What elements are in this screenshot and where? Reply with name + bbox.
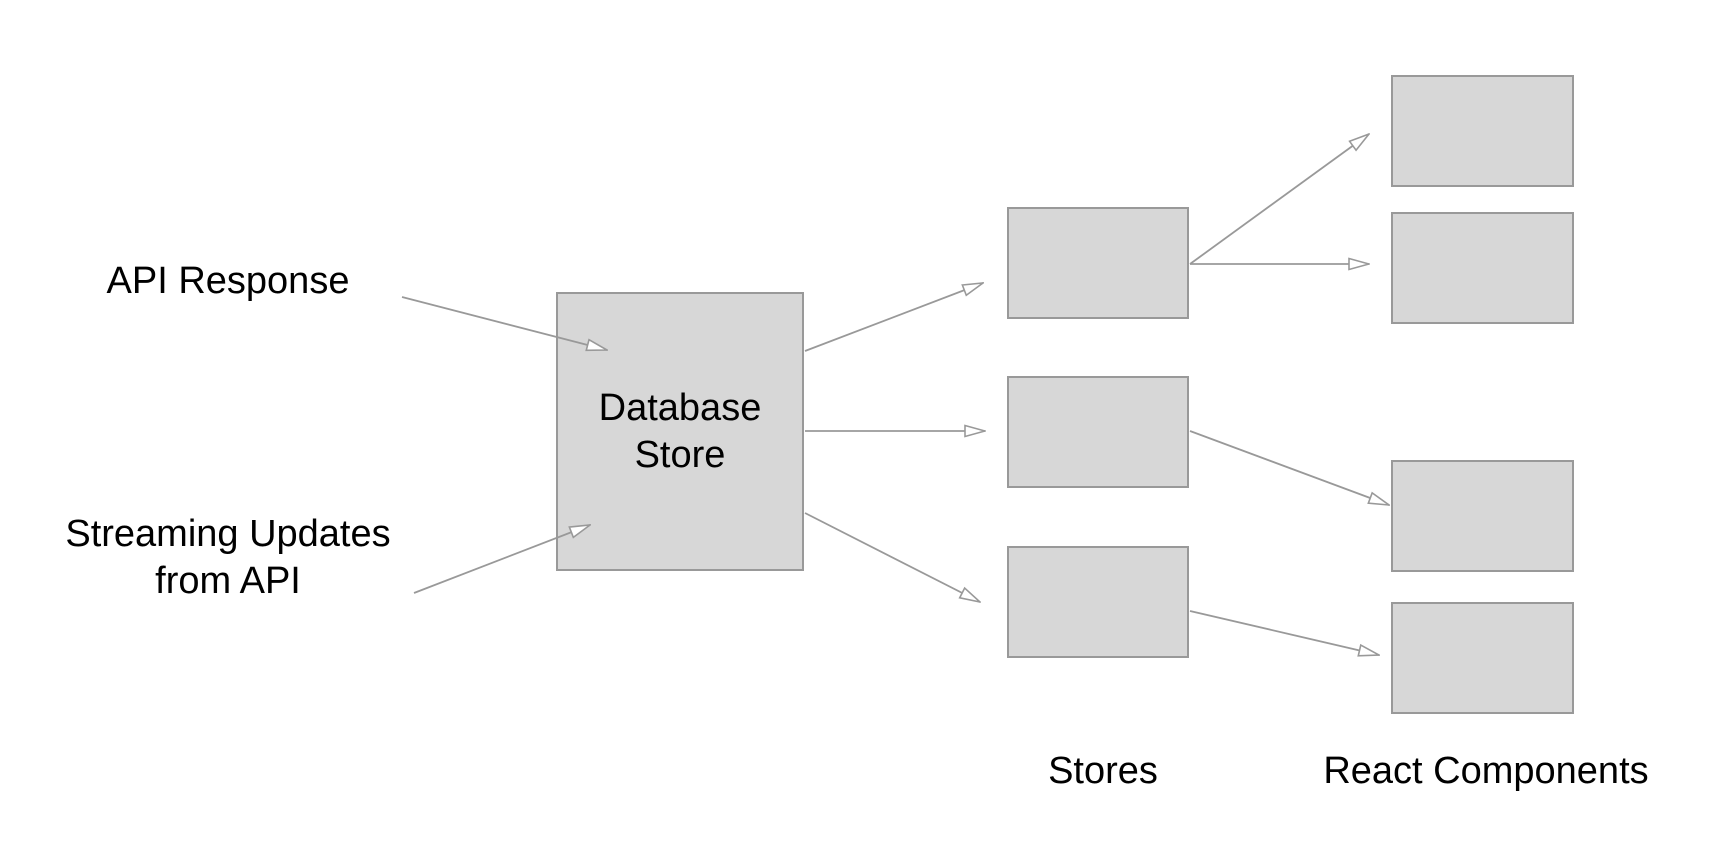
component-box-1 (1391, 75, 1574, 187)
store-box-3 (1007, 546, 1189, 658)
database-store-line1: Database (598, 387, 762, 429)
arrow-database-to-store-3 (804, 512, 980, 602)
component-box-2 (1391, 212, 1574, 324)
streaming-updates-label: Streaming Updates from API (40, 511, 416, 605)
stores-column-label: Stores (978, 748, 1228, 795)
store-box-1 (1007, 207, 1189, 319)
component-box-3 (1391, 460, 1574, 572)
arrow-store-3-to-component-4 (1189, 610, 1379, 655)
stores-column-text: Stores (1048, 750, 1158, 792)
store-box-2 (1007, 376, 1189, 488)
arrow-database-to-store-1 (804, 283, 983, 352)
arrow-store-1-to-component-1 (1189, 134, 1369, 265)
api-response-label: API Response (70, 258, 386, 305)
react-components-column-text: React Components (1323, 750, 1649, 792)
streaming-updates-line1: Streaming Updates (65, 513, 391, 555)
arrow-streaming-to-database (413, 525, 590, 594)
arrow-api-response-to-database (401, 296, 607, 350)
database-store-line2: Store (634, 434, 726, 476)
component-box-4 (1391, 602, 1574, 714)
streaming-updates-line2: from API (155, 560, 301, 602)
api-response-text: API Response (106, 260, 350, 302)
database-store-label: Database Store (557, 385, 803, 479)
react-components-column-label: React Components (1296, 748, 1676, 795)
arrow-store-2-to-component-3 (1189, 430, 1389, 505)
